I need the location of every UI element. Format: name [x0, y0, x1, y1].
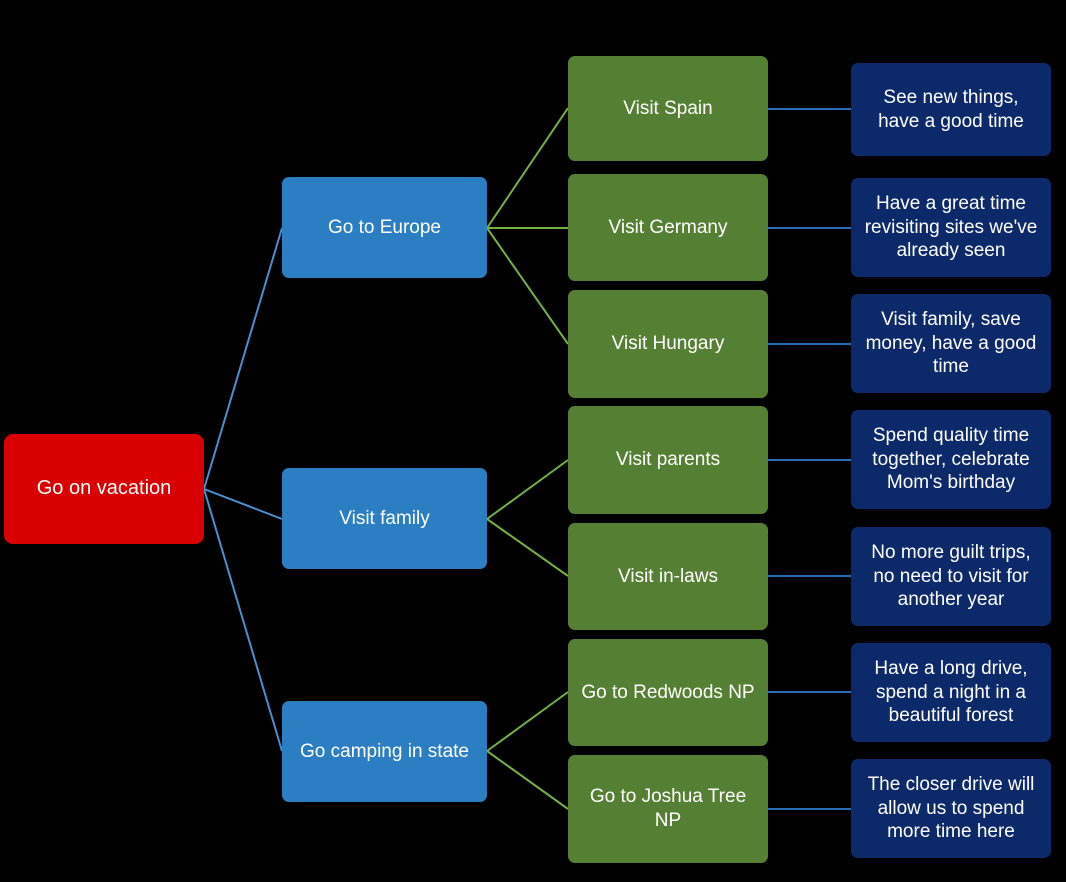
- node-leaf-label: Visit Germany: [608, 216, 728, 238]
- node-leaf-visit-germany[interactable]: Visit Germany: [568, 174, 768, 281]
- edge-europe-to-spain: [486, 107, 569, 229]
- node-branch-go-camping-in-state[interactable]: Go camping in state: [282, 701, 487, 802]
- edges-branch-to-leaf: [486, 107, 569, 810]
- node-leaf-label: Go to Joshua Tree NP: [589, 786, 747, 831]
- edge-camping-to-redwoods: [486, 691, 569, 752]
- edge-root-to-family: [203, 488, 283, 520]
- node-outcome-have-a-great-time[interactable]: Have a great time revisiting sites we've…: [851, 178, 1051, 277]
- node-outcome-label: Have a long drive, spend a night in a be…: [874, 657, 1028, 727]
- edges-leaf-to-outcome: [768, 108, 851, 810]
- node-branch-visit-family[interactable]: Visit family: [282, 468, 487, 569]
- node-outcome-label: Visit family, save money, have a good ti…: [865, 308, 1037, 378]
- node-leaf-go-to-redwoods-np[interactable]: Go to Redwoods NP: [568, 639, 768, 746]
- node-branch-label: Go to Europe: [327, 216, 442, 238]
- node-outcome-no-more-guilt-trips[interactable]: No more guilt trips, no need to visit fo…: [851, 527, 1051, 626]
- node-leaf-visit-in-laws[interactable]: Visit in-laws: [568, 523, 768, 630]
- node-outcome-label: No more guilt trips, no need to visit fo…: [871, 541, 1031, 611]
- edge-family-to-parents: [486, 459, 569, 520]
- node-leaf-label: Visit parents: [615, 449, 721, 471]
- node-leaf-visit-parents[interactable]: Visit parents: [568, 406, 768, 514]
- node-branch-go-to-europe[interactable]: Go to Europe: [282, 177, 487, 278]
- node-leaf-go-to-joshua-tree-np[interactable]: Go to Joshua Tree NP: [568, 755, 768, 863]
- node-leaf-visit-hungary[interactable]: Visit Hungary: [568, 290, 768, 398]
- node-outcome-label: See new things, have a good time: [878, 86, 1024, 132]
- node-outcome-label: The closer drive will allow us to spend …: [867, 773, 1035, 843]
- node-outcome-the-closer-drive[interactable]: The closer drive will allow us to spend …: [851, 759, 1051, 858]
- node-outcome-label: Spend quality time together, celebrate M…: [872, 424, 1030, 494]
- node-leaf-label: Go to Redwoods NP: [581, 681, 755, 703]
- node-branch-label: Go camping in state: [300, 740, 469, 762]
- node-branch-label: Visit family: [339, 507, 430, 529]
- edge-camping-to-joshuatree: [486, 750, 569, 810]
- node-root-label: Go on vacation: [36, 477, 172, 500]
- node-outcome-spend-quality-time[interactable]: Spend quality time together, celebrate M…: [851, 410, 1051, 509]
- edge-root-to-camping: [203, 488, 283, 752]
- node-outcome-visit-family-save-money[interactable]: Visit family, save money, have a good ti…: [851, 294, 1051, 393]
- edge-europe-to-hungary: [486, 227, 569, 345]
- edge-family-to-inlaws: [486, 518, 569, 577]
- edges-root-to-branch: [203, 227, 283, 752]
- node-leaf-visit-spain[interactable]: Visit Spain: [568, 56, 768, 161]
- node-outcome-see-new-things[interactable]: See new things, have a good time: [851, 63, 1051, 156]
- node-outcome-label: Have a great time revisiting sites we've…: [864, 192, 1038, 262]
- node-leaf-label: Visit Hungary: [611, 333, 725, 355]
- node-root-go-on-vacation[interactable]: Go on vacation: [4, 434, 204, 544]
- node-leaf-label: Visit Spain: [623, 97, 713, 119]
- node-outcome-have-a-long-drive[interactable]: Have a long drive, spend a night in a be…: [851, 643, 1051, 742]
- node-leaf-label: Visit in-laws: [618, 565, 718, 587]
- edge-root-to-europe: [203, 227, 283, 490]
